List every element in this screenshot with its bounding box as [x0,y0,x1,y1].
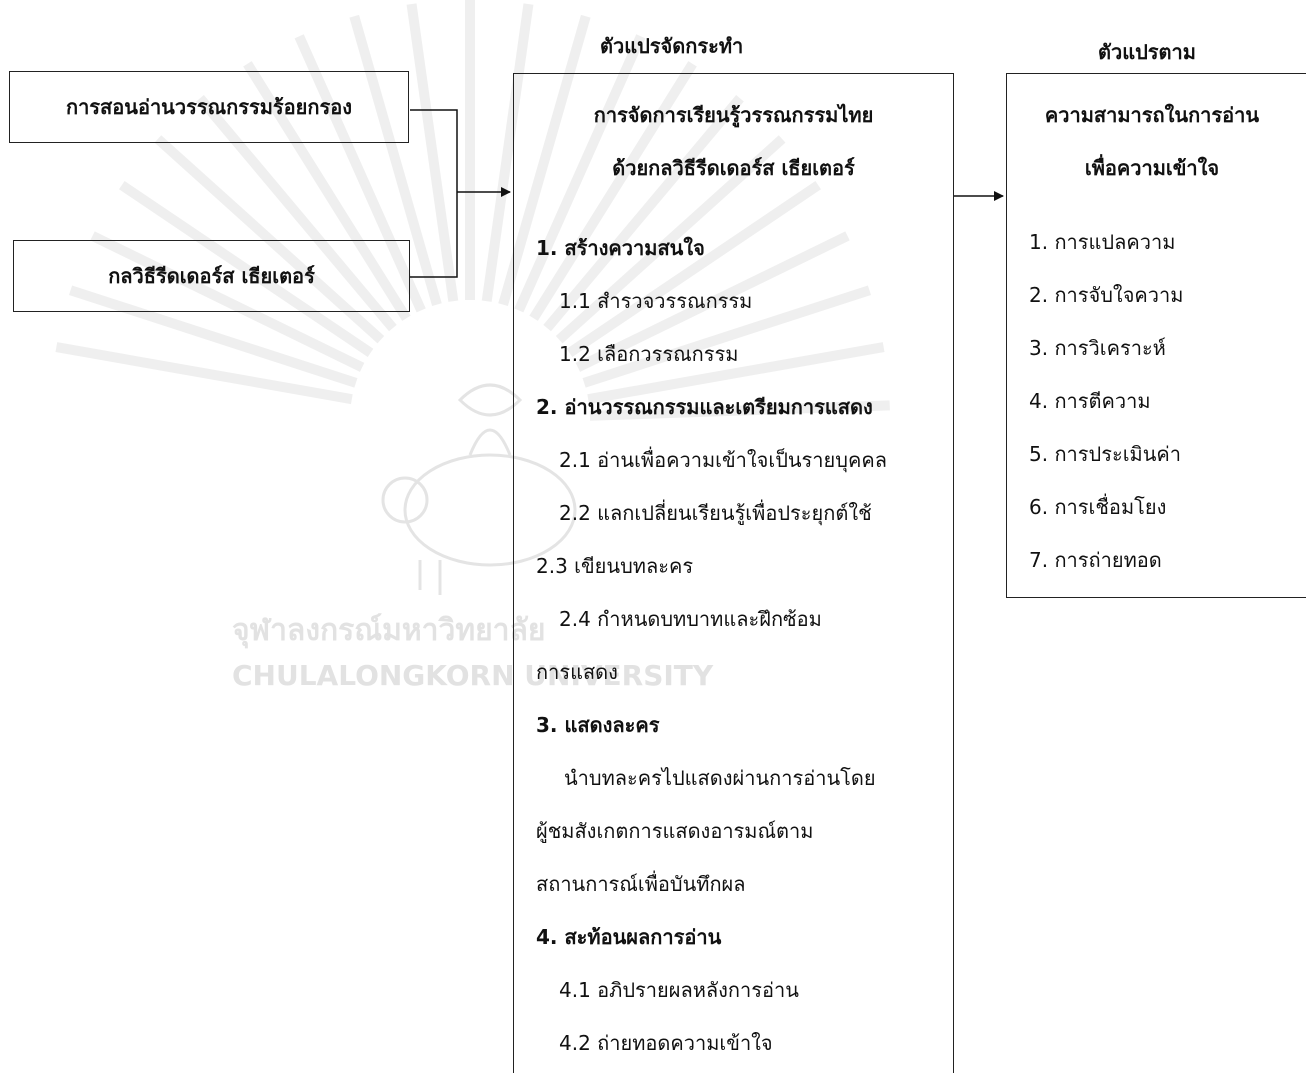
ability-item: 5. การประเมินค่า [1029,442,1182,466]
watermark-ray [119,180,374,358]
input-box-poetry-teaching: การสอนอ่านวรรณกรรมร้อยกรอง [9,71,409,143]
ability-item: 1. การแปลความ [1029,230,1176,254]
watermark-ray [555,135,786,344]
middle-title-line: ด้วยกลวิธีรีดเดอร์ส เธียเตอร์ [612,156,855,180]
learning-management-box: การจัดการเรียนรู้วรรณกรรมไทย ด้วยกลวิธีร… [513,73,954,1073]
right-title-line: ความสามารถในการอ่าน [1044,103,1260,127]
watermark-ray [154,135,385,344]
right-title-line: เพื่อความเข้าใจ [1084,156,1220,180]
watermark-ray [196,95,397,332]
dependent-variable-heading: ตัวแปรตาม [1098,40,1196,64]
ability-item: 7. การถ่ายทอด [1029,548,1162,572]
independent-variable-heading: ตัวแปรจัดกระทำ [600,34,744,58]
step-item: การแสดง [536,660,618,684]
middle-title-line: การจัดการเรียนรู้วรรณกรรมไทย [593,103,874,127]
ability-item: 6. การเชื่อมโยง [1029,495,1167,519]
step-item: 2.2 แลกเปลี่ยนเรียนรู้เพื่อประยุกต์ใช้ [559,501,872,525]
step-item: 4.1 อภิปรายผลหลังการอ่าน [559,978,799,1002]
watermark-ray [69,285,358,388]
step-heading: 3. แสดงละคร [536,713,660,737]
step-item: 4.2 ถ่ายทอดความเข้าใจ [559,1031,773,1055]
watermark-ray [589,400,890,421]
step-item: 2.1 อ่านเพื่อความเข้าใจเป็นรายบุคคล [559,448,887,472]
ability-item: 2. การจับใจความ [1029,283,1184,307]
watermark-ray [543,95,744,332]
step-item: นำบทละครไปแสดงผ่านการอ่านโดย [564,766,876,790]
step-heading: 2. อ่านวรรณกรรมและเตรียมการแสดง [536,395,873,419]
watermark-ray [582,285,871,388]
step-heading: 4. สะท้อนผลการอ่าน [536,925,722,949]
watermark-ray [90,231,365,372]
watermark-ray [587,342,885,405]
step-heading: 1. สร้างความสนใจ [536,236,705,260]
step-item: 2.3 เขียนบทละคร [536,554,694,578]
step-item: สถานการณ์เพื่อบันทึกผล [536,872,746,896]
watermark-ray [481,3,534,302]
ability-item: 3. การวิเคราะห์ [1029,336,1166,360]
step-item: 2.4 กำหนดบทบาทและฝึกซ้อม [559,607,822,631]
input-box-label: กลวิธีรีดเดอร์ส เธียเตอร์ [108,264,315,288]
watermark-ray [294,34,426,313]
watermark-ray [55,342,353,405]
step-item: 1.1 สำรวจวรรณกรรม [559,289,753,313]
watermark-ray [529,61,697,321]
input-box-label: การสอนอ่านวรรณกรรมร้อยกรอง [65,95,353,119]
watermark-ray [514,34,646,313]
watermark-thai-text: จุฬาลงกรณ์มหาวิทยาลัย [232,613,545,649]
input-box-readers-theater: กลวิธีรีดเดอร์ส เธียเตอร์ [13,240,410,312]
step-item: ผู้ชมสังเกตการแสดงอารมณ์ตาม [536,819,814,843]
step-item: 1.2 เลือกวรรณกรรม [559,342,739,366]
reading-ability-box: ความสามารถในการอ่าน เพื่อความเข้าใจ 1. ก… [1006,73,1306,598]
watermark-ray [566,180,821,358]
watermark-ray [406,3,459,302]
watermark-ray [575,231,850,372]
watermark-english-text: CHULALONGKORN UNIVERSITY [232,659,714,692]
watermark-ray [498,14,591,307]
watermark-ray [243,61,411,321]
ability-item: 4. การตีความ [1029,389,1151,413]
